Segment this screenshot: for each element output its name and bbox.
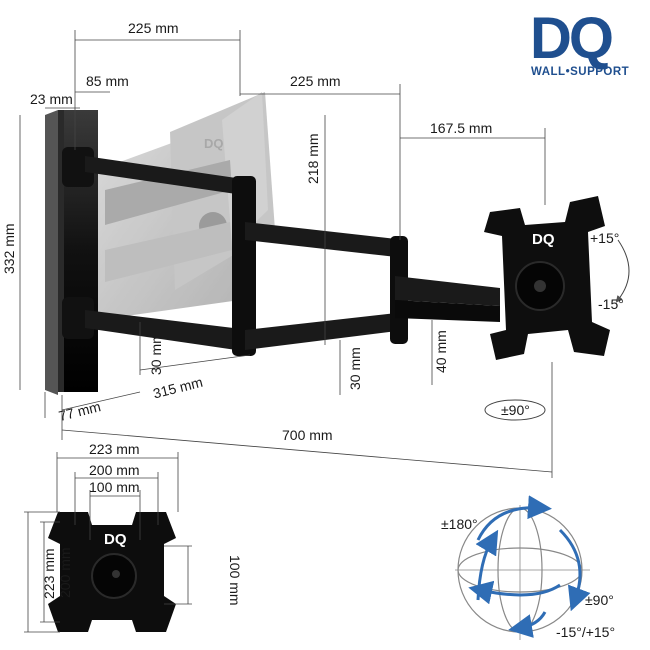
- rotation-label: ±90°: [501, 402, 530, 418]
- vesa-labels: 223 mm 200 mm 100 mm 223 mm 200 mm 100 m…: [41, 441, 243, 606]
- dim-min-distance: 77 mm: [57, 398, 102, 424]
- motion-rotate: ±90°: [585, 592, 614, 608]
- vesa-width-inner: 100 mm: [89, 479, 140, 495]
- motion-sphere: [455, 495, 591, 640]
- tilt-up: +15°: [590, 230, 619, 246]
- dim-folded: 315 mm: [151, 374, 204, 402]
- dim-arm1: 225 mm: [128, 20, 179, 36]
- tilt-down: -15°: [598, 296, 624, 312]
- head-logo: DQ: [532, 231, 555, 248]
- arm-2: [245, 222, 408, 350]
- vesa-height-inner: 100 mm: [227, 555, 243, 606]
- dimension-lines: [19, 30, 630, 478]
- brand-logo: DQ WALL•SUPPORT: [530, 6, 629, 78]
- dim-offset: 85 mm: [86, 73, 129, 89]
- dim-arm3-thickness: 40 mm: [433, 330, 449, 373]
- motion-swivel: ±180°: [441, 516, 478, 532]
- vesa-height-mid: 200 mm: [57, 547, 73, 598]
- logo-mark: DQ: [530, 6, 612, 71]
- vesa-width-outer: 223 mm: [89, 441, 140, 457]
- ghost-logo: DQ: [204, 136, 224, 151]
- motion-labels: ±180° ±90° -15°/+15°: [441, 516, 615, 640]
- vesa-height-outer: 223 mm: [41, 548, 57, 599]
- dim-plate-height: 332 mm: [1, 223, 17, 274]
- dim-depth: 23 mm: [30, 91, 73, 107]
- arm-1: [85, 156, 256, 356]
- vesa-plate-diagram: DQ: [24, 452, 192, 633]
- arm-3: [395, 276, 500, 322]
- dim-arm1-thickness: 30 mm: [148, 332, 164, 375]
- dim-extension: 700 mm: [282, 427, 333, 443]
- dim-arm-height: 218 mm: [305, 133, 321, 184]
- motion-tilt: -15°/+15°: [556, 624, 615, 640]
- dim-arm2: 225 mm: [290, 73, 341, 89]
- dim-arm3: 167.5 mm: [430, 120, 492, 136]
- logo-tagline: WALL•SUPPORT: [531, 66, 629, 78]
- vesa-logo: DQ: [104, 531, 127, 548]
- dim-arm2-thickness: 30 mm: [347, 347, 363, 390]
- vesa-head: DQ: [484, 196, 610, 360]
- vesa-width-mid: 200 mm: [89, 462, 140, 478]
